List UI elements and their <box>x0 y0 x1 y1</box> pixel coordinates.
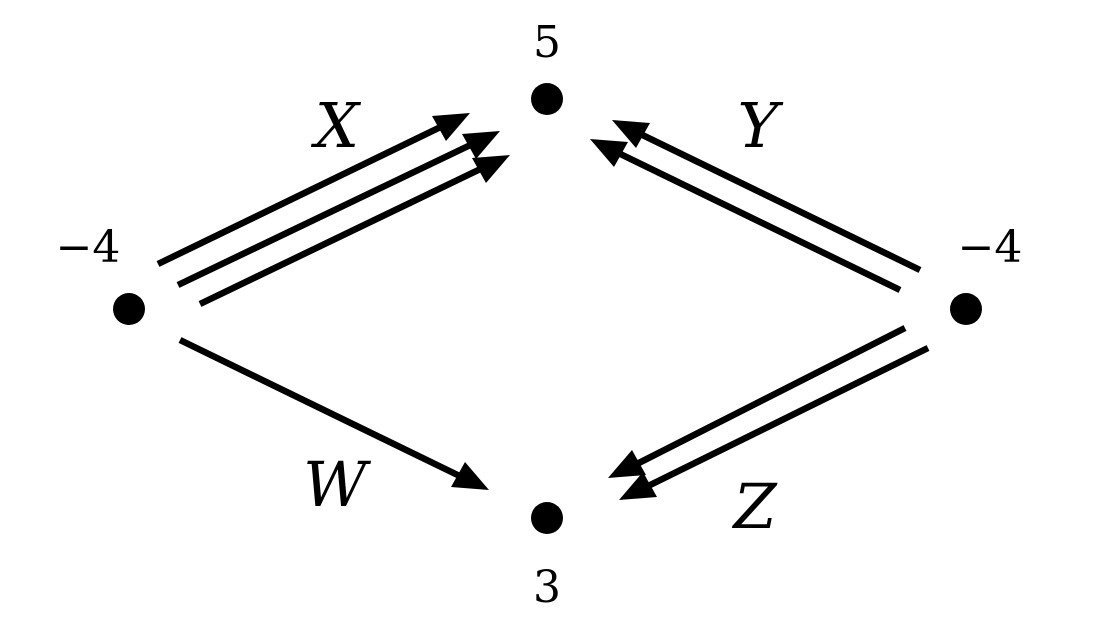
arrowhead-x-1 <box>432 113 470 141</box>
edge-w-1 <box>178 337 474 485</box>
node-right <box>950 293 982 325</box>
edge-y-label: Y <box>738 89 784 162</box>
node-top-label: 5 <box>533 17 561 68</box>
node-left-label: −4 <box>56 222 121 273</box>
edge-x-label: X <box>311 89 362 162</box>
arrowhead-z-2 <box>619 472 657 500</box>
edge-z-2 <box>634 345 930 495</box>
edge-group-y <box>590 120 922 293</box>
edge-y-1 <box>626 125 922 273</box>
edge-z-1 <box>623 325 907 473</box>
node-bottom <box>531 502 563 534</box>
edge-group-z <box>608 325 930 500</box>
arrowhead-x-2 <box>462 131 500 159</box>
arrowhead-w-1 <box>451 462 489 490</box>
edge-x-2 <box>176 135 487 288</box>
arrowhead-y-1 <box>612 120 650 148</box>
node-top <box>531 83 563 115</box>
node-bottom-label: 3 <box>533 562 561 613</box>
arrowhead-z-1 <box>608 450 646 478</box>
edge-x-1 <box>156 117 457 267</box>
edge-w-label: W <box>303 448 371 521</box>
edge-group-w <box>178 337 489 490</box>
node-left <box>113 293 145 325</box>
arrowhead-y-2 <box>590 139 628 167</box>
node-right-label: −4 <box>958 222 1023 273</box>
arrowhead-x-3 <box>472 155 510 183</box>
edge-y-2 <box>604 144 902 293</box>
edge-group-x <box>156 113 510 307</box>
edge-z-label: Z <box>731 470 777 543</box>
edge-x-3 <box>198 159 497 307</box>
